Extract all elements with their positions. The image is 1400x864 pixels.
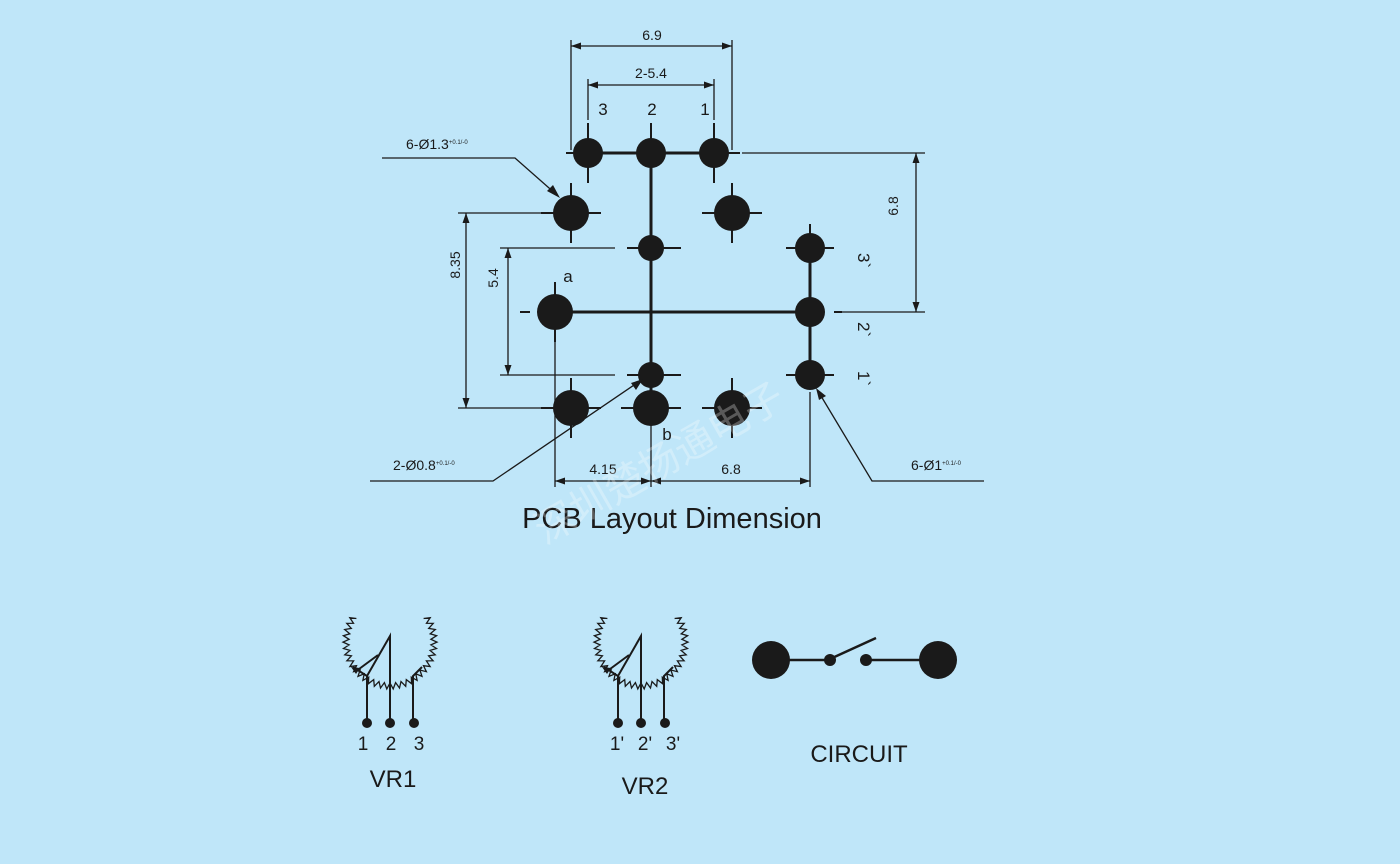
vr2-pin-3: 3' — [666, 734, 680, 755]
dim-left-height: 8.35 — [447, 251, 463, 278]
dimension-lines — [370, 40, 984, 487]
pcb-layout: 6.9 2-5.4 6.8 8.35 5.4 4.15 6.8 3 2 1 3`… — [370, 27, 984, 535]
pin-label-top-2: 2 — [647, 100, 656, 119]
callout-big-holes: 6-Ø1.3+0.1/-0 — [406, 136, 468, 152]
vr1-pin-1: 1 — [358, 734, 369, 755]
pad-center-upper-small — [638, 235, 664, 261]
vr2-pin-1: 1' — [610, 734, 624, 755]
dim-inner-height: 5.4 — [485, 268, 501, 288]
callout-mid-holes: 6-Ø1+0.1/-0 — [911, 457, 962, 473]
vr1-pin-2: 2 — [386, 734, 397, 755]
dim-bottom-right: 6.8 — [721, 461, 741, 477]
vr2-label: VR2 — [622, 773, 669, 800]
dim-pin-pitch: 2-5.4 — [635, 65, 667, 81]
pads — [537, 138, 825, 426]
pad-a — [537, 294, 573, 330]
pin-label-top-1: 1 — [700, 100, 709, 119]
pin-label-right-2: 2` — [854, 322, 873, 337]
layout-traces — [555, 151, 812, 408]
callout-small-holes: 2-Ø0.8+0.1/-0 — [393, 457, 455, 473]
pin-label-b: b — [662, 425, 671, 444]
pad-right-3 — [795, 233, 825, 263]
pad-mount-lower-right — [714, 390, 750, 426]
dim-top-width: 6.9 — [642, 27, 662, 43]
pad-mount-upper-left — [553, 195, 589, 231]
layout-title: PCB Layout Dimension — [522, 503, 822, 535]
dim-bottom-left: 4.15 — [589, 461, 616, 477]
pin-label-right-1: 1` — [854, 371, 873, 386]
circuit-symbol: CIRCUIT — [752, 636, 957, 768]
pad-center-lower-small — [638, 362, 664, 388]
pin-label-right-3: 3` — [854, 253, 873, 268]
pad-right-2 — [795, 297, 825, 327]
vr1-label: VR1 — [370, 766, 417, 793]
pad-top-3 — [573, 138, 603, 168]
vr1-pin-3: 3 — [414, 734, 425, 755]
pad-b — [633, 390, 669, 426]
pin-label-a: a — [563, 267, 573, 286]
dim-right-height: 6.8 — [885, 196, 901, 216]
vr1-symbol: 1 2 3 VR1 — [341, 616, 439, 793]
vr2-symbol: 1' 2' 3' VR2 — [592, 616, 690, 800]
pin-label-top-3: 3 — [598, 100, 607, 119]
pad-mount-lower-left — [553, 390, 589, 426]
vr2-pin-2: 2' — [638, 734, 652, 755]
circuit-label: CIRCUIT — [810, 741, 908, 768]
pad-top-1 — [699, 138, 729, 168]
pad-right-1 — [795, 360, 825, 390]
pad-top-2 — [636, 138, 666, 168]
pad-mount-upper-right — [714, 195, 750, 231]
